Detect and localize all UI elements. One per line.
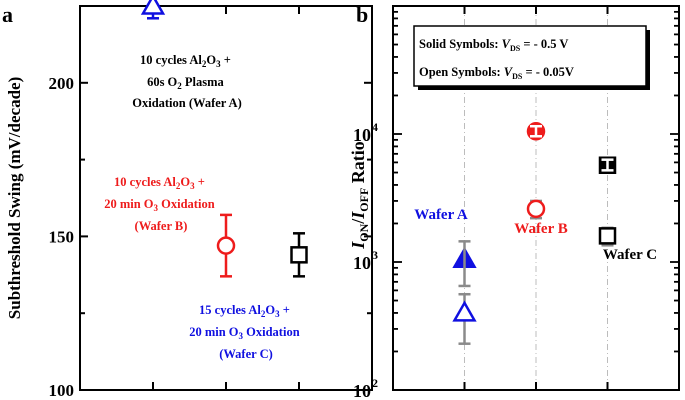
panel-b-label: b — [356, 2, 368, 27]
wafer-a-marker — [140, 0, 166, 15]
y-tick-label-exponent: 3 — [372, 248, 378, 262]
panel-b-y-axis-label: ION/IOFF Ratio — [348, 141, 371, 250]
y-tick-label: 150 — [49, 227, 75, 246]
wafer-c-open-marker — [598, 227, 617, 245]
wafer-b-marker — [216, 236, 236, 255]
panel-a-y-axis-label: Subthreshold Swing (mV/decade) — [5, 77, 24, 319]
wafer-b-open-marker — [526, 199, 546, 219]
y-tick-label-exponent: 2 — [372, 376, 378, 390]
y-tick-label: 10 — [353, 381, 371, 400]
series-label-wafer-b: Wafer B — [514, 221, 567, 237]
panel-a: a 100 150 200 Subthreshold Swing (mV/decad… — [2, 0, 373, 400]
wafer-a-open-marker — [452, 300, 477, 322]
annotation-wafer-c: 15 cycles Al2O3 + 20 min O3 Oxidation (W… — [189, 303, 303, 361]
panel-b-legend: Solid Symbols: VDS = - 0.5 V Open Symbol… — [413, 25, 650, 90]
y-tick-label: 10 — [353, 253, 371, 273]
annotation-wafer-b: 10 cycles Al2O3 + 20 min O3 Oxidation (W… — [104, 175, 218, 233]
panel-b-grid — [464, 6, 608, 390]
legend-box — [413, 25, 647, 87]
legend-solid-symbols: Solid Symbols: VDS = - 0.5 V — [419, 37, 568, 53]
y-tick-label: 200 — [49, 74, 75, 93]
series-label-wafer-c: Wafer C — [603, 247, 657, 263]
panel-a-label: a — [2, 2, 13, 27]
panel-b-points — [452, 122, 617, 345]
y-tick-label: 10 — [353, 125, 371, 145]
y-tick-label-exponent: 4 — [372, 120, 378, 134]
panel-a-y-ticks: 100 150 200 — [49, 74, 372, 400]
legend-open-symbols: Open Symbols: VDS = - 0.05V — [419, 65, 574, 81]
panel-b-x-ticks — [463, 6, 609, 390]
wafer-c-marker — [290, 246, 308, 264]
series-label-wafer-a: Wafer A — [414, 207, 468, 223]
y-tick-label: 100 — [49, 381, 75, 400]
panel-a-points — [140, 0, 308, 278]
annotation-wafer-a: 10 cycles Al2O3 + 60s O2 Plasma Oxidatio… — [132, 53, 242, 110]
